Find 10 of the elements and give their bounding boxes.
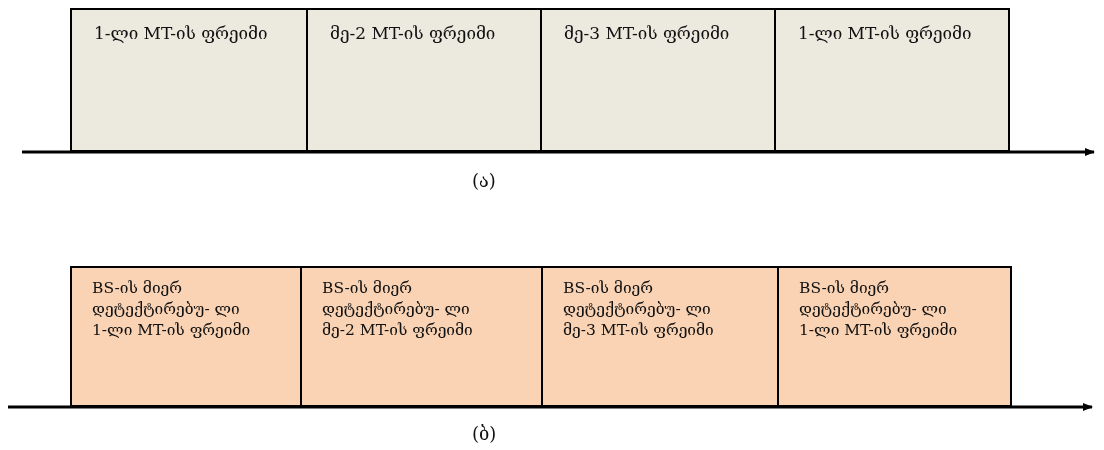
frame-box: BS-ის მიერ დეტექტირებუ- ლი 1-ლი MT-ის ფრეიმი — [777, 266, 1012, 407]
panel-label: (ბ) — [472, 423, 497, 444]
frame-box: მე-3 MT-ის ფრეიმი — [540, 8, 776, 152]
frame-box: მე-2 MT-ის ფრეიმი — [306, 8, 542, 152]
frame-box: BS-ის მიერ დეტექტირებუ- ლი მე-2 MT-ის ფრეიმი — [300, 266, 543, 407]
frame-box: BS-ის მიერ დეტექტირებუ- ლი 1-ლი MT-ის ფრეიმი — [70, 266, 302, 407]
panel-label: (ა) — [472, 170, 496, 191]
frame-box: 1-ლი MT-ის ფრეიმი — [70, 8, 308, 152]
frame-box: 1-ლი MT-ის ფრეიმი — [774, 8, 1010, 152]
frame-box: BS-ის მიერ დეტექტირებუ- ლი მე-3 MT-ის ფრეიმი — [541, 266, 779, 407]
